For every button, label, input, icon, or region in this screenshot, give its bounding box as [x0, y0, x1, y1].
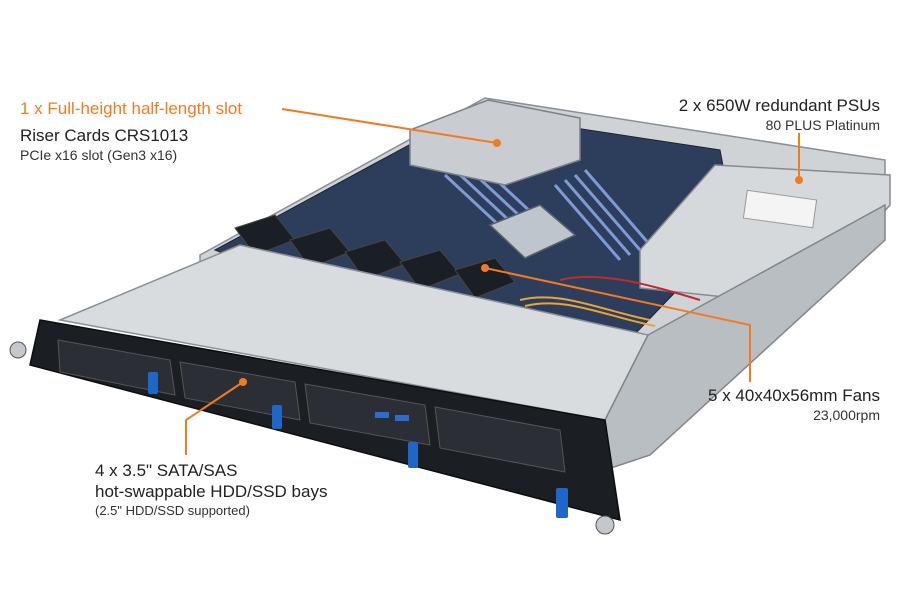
- callout-riser-title: 1 x Full-height half-length slot: [20, 99, 243, 118]
- callout-riser-line3: PCIe x16 slot (Gen3 x16): [20, 147, 178, 163]
- drive-bay-2: [179, 361, 301, 421]
- callout-fans: 5 x 40x40x56mm Fans 23,000rpm: [708, 385, 880, 424]
- callout-dots: [239, 139, 803, 386]
- drive-latch-2[interactable]: [272, 405, 282, 429]
- drive-bay-3: [304, 383, 431, 446]
- callout-fans-line2: 23,000rpm: [813, 407, 880, 423]
- callout-riser-line2: Riser Cards CRS1013: [20, 126, 189, 145]
- callout-riser: 1 x Full-height half-length slot Riser C…: [20, 98, 242, 164]
- callout-bays-line2: hot-swappable HDD/SSD bays: [95, 482, 328, 501]
- leader-bays: [185, 381, 244, 455]
- callout-psu: 2 x 650W redundant PSUs 80 PLUS Platinum: [679, 95, 880, 134]
- drive-bays: [57, 339, 566, 473]
- callout-bays-line3: (2.5" HDD/SSD supported): [95, 503, 250, 518]
- callout-dot-bays: [239, 378, 247, 386]
- callout-bays-title: 4 x 3.5" SATA/SAS: [95, 461, 238, 480]
- thumbscrew-right[interactable]: [595, 515, 615, 535]
- drive-latch-4[interactable]: [556, 488, 568, 518]
- usb-ports: [375, 412, 409, 421]
- callout-dot-fans: [481, 264, 489, 272]
- drive-bay-4: [434, 406, 566, 473]
- thumbscrews: [9, 341, 615, 535]
- leader-riser: [281, 108, 498, 144]
- cpu-socket: [488, 204, 577, 259]
- drive-bay-1: [57, 339, 176, 396]
- callout-dot-riser: [493, 139, 501, 147]
- leader-fans: [484, 267, 751, 382]
- drive-latch-3[interactable]: [408, 442, 418, 468]
- callout-psu-line2: 80 PLUS Platinum: [765, 117, 880, 133]
- callout-fans-title: 5 x 40x40x56mm Fans: [708, 386, 880, 405]
- callout-dot-psu: [795, 176, 803, 184]
- callout-psu-title: 2 x 650W redundant PSUs: [678, 96, 880, 115]
- callout-leaders: [185, 108, 800, 455]
- psu-label-sticker: [742, 189, 818, 229]
- drive-latch-1[interactable]: [148, 372, 158, 394]
- drive-latches: [148, 372, 568, 518]
- callout-bays: 4 x 3.5" SATA/SAS hot-swappable HDD/SSD …: [95, 460, 327, 519]
- thumbscrew-left[interactable]: [9, 341, 27, 359]
- fan-row: [234, 214, 516, 299]
